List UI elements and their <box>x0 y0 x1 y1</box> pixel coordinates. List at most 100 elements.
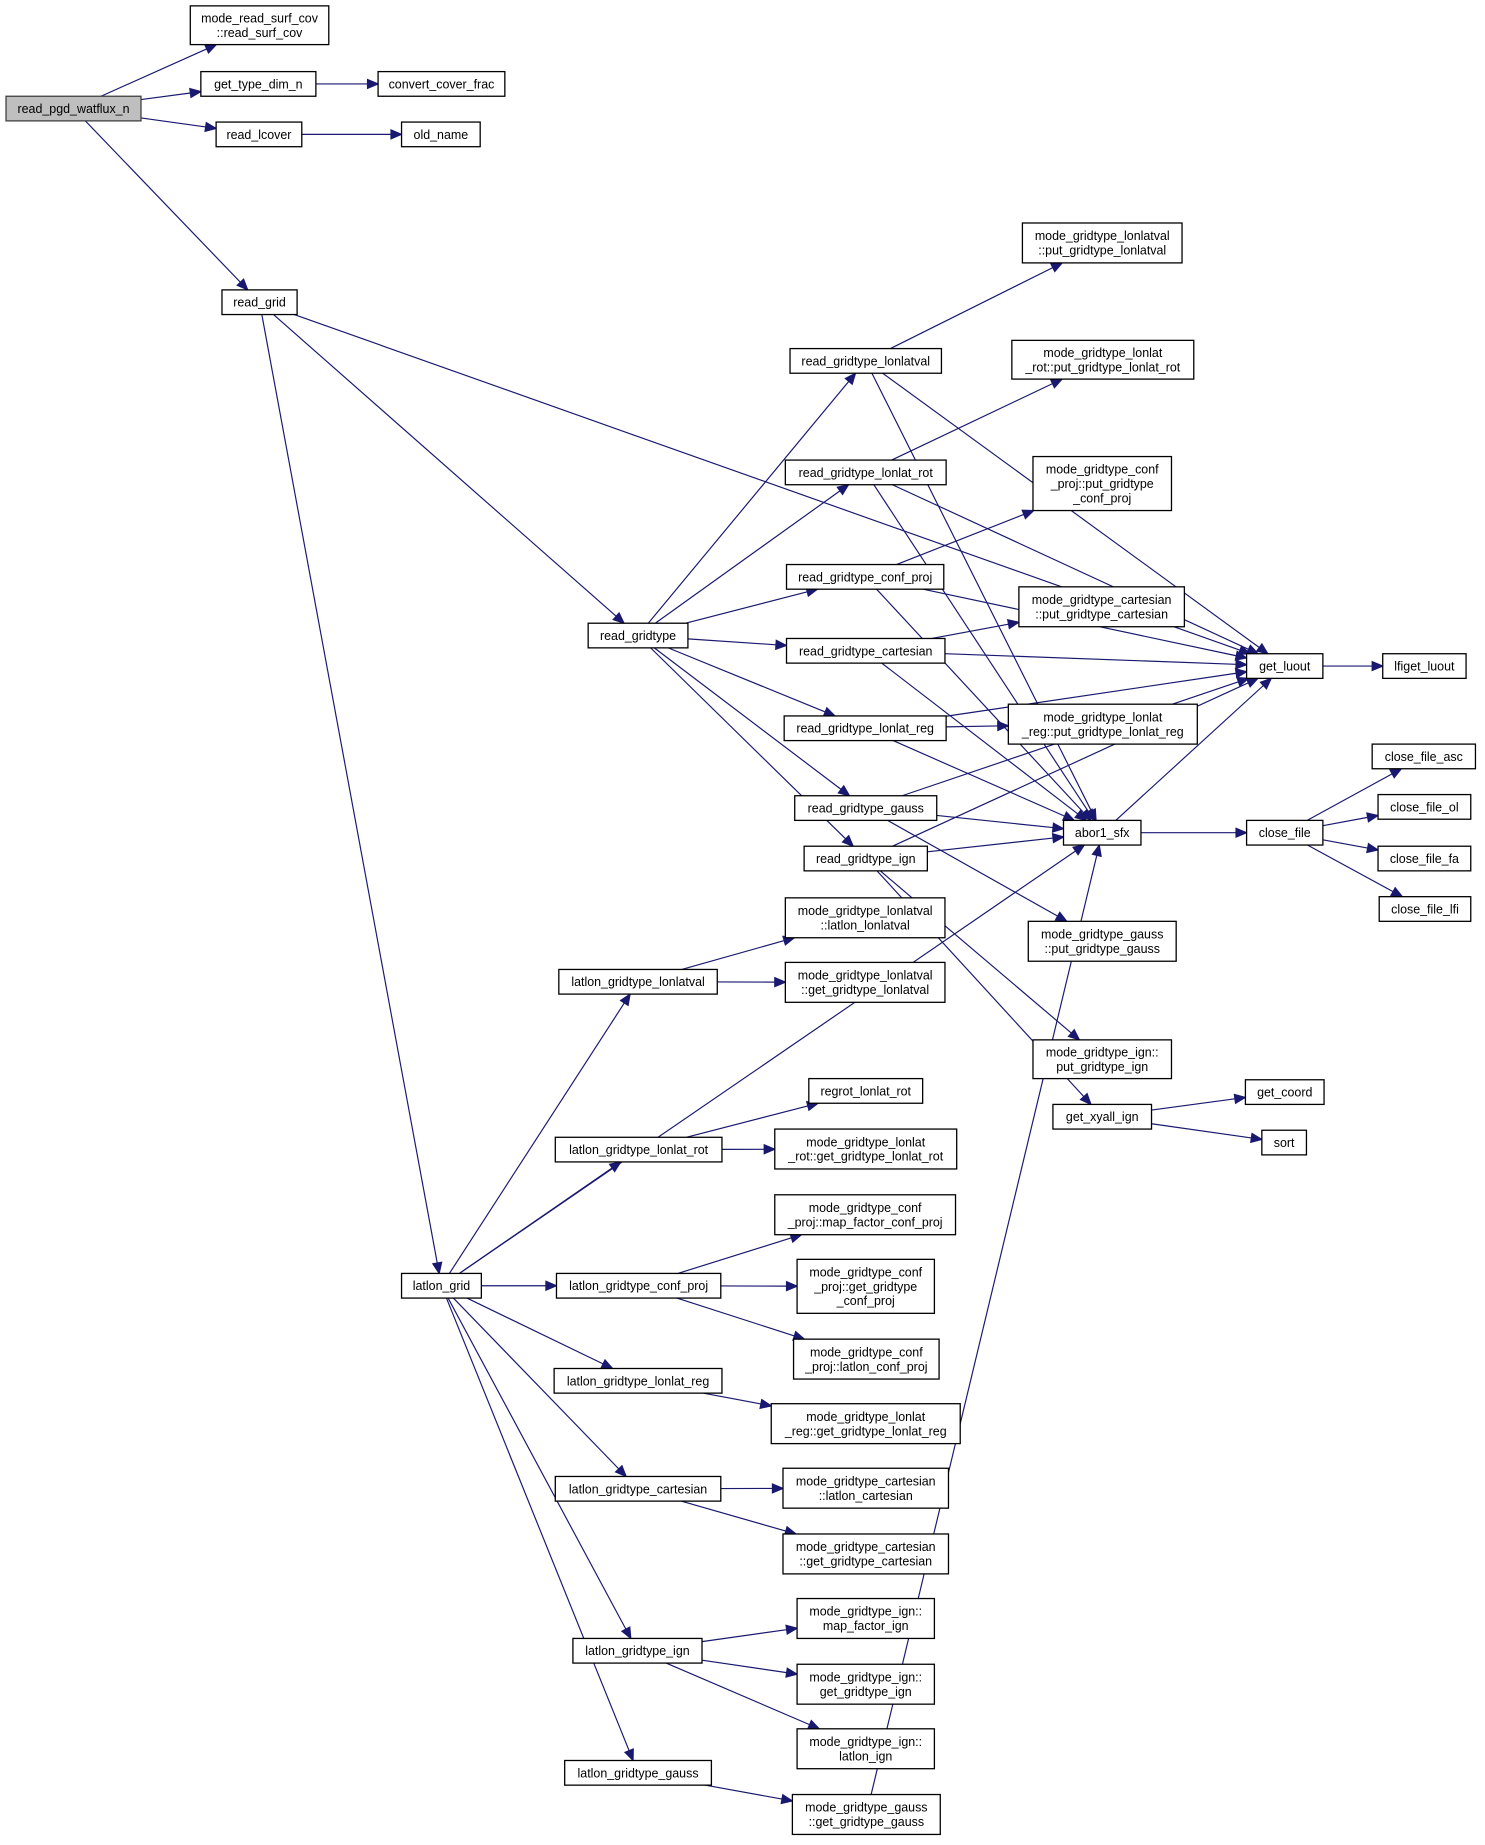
node-read_gridtype_cartesian[interactable]: read_gridtype_cartesian <box>785 637 946 664</box>
node-convert_cover_frac[interactable]: convert_cover_frac <box>377 70 506 97</box>
node-latlon_gridtype_cartesian[interactable]: latlon_gridtype_cartesian <box>554 1475 722 1502</box>
node-latlon_conf_proj[interactable]: mode_gridtype_conf_proj::latlon_conf_pro… <box>792 1338 940 1380</box>
edge-line <box>447 1297 627 1630</box>
node-read_gridtype_lonlat_rot[interactable]: read_gridtype_lonlat_rot <box>784 459 947 486</box>
node-read_gridtype_lonlat_reg[interactable]: read_gridtype_lonlat_reg <box>783 715 947 742</box>
edge-line <box>654 490 841 624</box>
arrowhead-icon <box>785 1667 799 1678</box>
arrowhead-icon <box>785 1624 799 1636</box>
node-close_file_asc[interactable]: close_file_asc <box>1371 743 1477 770</box>
node-read_lcover[interactable]: read_lcover <box>215 121 303 148</box>
node-get_gridtype_cartesian[interactable]: mode_gridtype_cartesian::get_gridtype_ca… <box>782 1533 950 1575</box>
edge-line <box>273 314 617 617</box>
node-get_gridtype_lonlat_reg[interactable]: mode_gridtype_lonlat_reg::get_gridtype_l… <box>770 1403 961 1445</box>
node-regrot_lonlat_rot[interactable]: regrot_lonlat_rot <box>808 1077 924 1104</box>
node-close_file_fa[interactable]: close_file_fa <box>1377 845 1472 872</box>
arrowhead-icon <box>1388 768 1403 779</box>
node-label: old_name <box>414 128 469 142</box>
arrowhead-icon <box>771 1483 785 1494</box>
node-box <box>200 70 317 97</box>
node-put_gridtype_conf_proj[interactable]: mode_gridtype_conf_proj::put_gridtype_co… <box>1032 455 1173 512</box>
node-latlon_lonlatval[interactable]: mode_gridtype_lonlatval::latlon_lonlatva… <box>784 897 946 939</box>
node-put_gridtype_lonlat_rot[interactable]: mode_gridtype_lonlat_rot::put_gridtype_l… <box>1011 339 1195 380</box>
node-label: _reg::put_gridtype_lonlat_reg <box>1021 725 1184 739</box>
node-latlon_gridtype_ign[interactable]: latlon_gridtype_ign <box>572 1637 703 1664</box>
node-put_gridtype_lonlatval[interactable]: mode_gridtype_lonlatval::put_gridtype_lo… <box>1021 222 1183 264</box>
edge-line <box>873 484 1089 812</box>
node-label: ::latlon_cartesian <box>819 1489 913 1503</box>
node-abor1_sfx[interactable]: abor1_sfx <box>1062 819 1142 846</box>
node-label: latlon_gridtype_ign <box>585 1644 689 1658</box>
node-label: latlon_gridtype_cartesian <box>569 1482 707 1496</box>
node-label: ::latlon_lonlatval <box>821 918 910 932</box>
arrowhead-icon <box>1245 677 1260 688</box>
node-latlon_gridtype_lonlatval[interactable]: latlon_gridtype_lonlatval <box>558 968 718 995</box>
node-label: mode_gridtype_ign:: <box>809 1605 922 1619</box>
node-close_file_lfi[interactable]: close_file_lfi <box>1378 896 1472 922</box>
edge-read_gridtype-to-read_gridtype_lonlatval <box>647 372 857 624</box>
node-put_gridtype_ign[interactable]: mode_gridtype_ign::put_gridtype_ign <box>1032 1039 1173 1080</box>
arrowhead-icon <box>836 483 850 496</box>
edge-line <box>890 267 1054 350</box>
edge-read_gridtype_lonlat_reg-to-put_gridtype_lonlat_reg <box>946 720 1010 732</box>
node-label: ::get_gridtype_gauss <box>809 1815 924 1829</box>
node-latlon_grid[interactable]: latlon_grid <box>400 1272 483 1299</box>
node-map_factor_conf_proj[interactable]: mode_gridtype_conf_proj::map_factor_conf… <box>774 1194 957 1236</box>
node-latlon_cartesian[interactable]: mode_gridtype_cartesian::latlon_cartesia… <box>782 1467 950 1509</box>
edge-get_luout-to-lfiget_luout <box>1322 660 1385 672</box>
node-read_pgd_watflux_n[interactable]: read_pgd_watflux_n <box>5 95 142 122</box>
node-read_gridtype[interactable]: read_gridtype <box>587 622 689 649</box>
node-box <box>558 968 718 995</box>
node-map_factor_ign[interactable]: mode_gridtype_ign::map_factor_ign <box>796 1597 936 1640</box>
node-put_gridtype_gauss[interactable]: mode_gridtype_gauss::put_gridtype_gauss <box>1027 920 1177 962</box>
node-label: _proj::get_gridtype <box>813 1280 917 1294</box>
node-get_xyall_ign[interactable]: get_xyall_ign <box>1052 1103 1153 1130</box>
edge-get_type_dim_n-to-convert_cover_frac <box>315 78 380 90</box>
node-box <box>553 1367 723 1394</box>
node-box <box>1052 1103 1153 1130</box>
node-read_gridtype_lonlatval[interactable]: read_gridtype_lonlatval <box>789 347 943 374</box>
node-box <box>784 459 947 486</box>
node-read_surf_cov[interactable]: mode_read_surf_cov::read_surf_cov <box>189 5 330 46</box>
edge-latlon_gridtype_lonlat_rot-to-get_gridtype_lonlat_rot <box>721 1143 777 1155</box>
node-put_gridtype_cartesian[interactable]: mode_gridtype_cartesian::put_gridtype_ca… <box>1018 586 1186 628</box>
node-read_gridtype_gauss[interactable]: read_gridtype_gauss <box>794 795 938 822</box>
node-get_gridtype_ign[interactable]: mode_gridtype_ign::get_gridtype_ign <box>796 1663 936 1705</box>
edge-line <box>1307 844 1394 893</box>
node-get_luout[interactable]: get_luout <box>1245 653 1324 680</box>
node-box <box>796 1663 936 1705</box>
node-label: read_grid <box>233 296 286 310</box>
node-get_gridtype_lonlat_rot[interactable]: mode_gridtype_lonlat_rot::get_gridtype_l… <box>774 1128 958 1170</box>
arrowhead-icon <box>189 87 203 99</box>
node-get_coord[interactable]: get_coord <box>1244 1079 1325 1106</box>
node-latlon_gridtype_lonlat_reg[interactable]: latlon_gridtype_lonlat_reg <box>553 1367 723 1394</box>
node-box <box>770 1403 961 1445</box>
node-get_gridtype_lonlatval[interactable]: mode_gridtype_lonlatval::get_gridtype_lo… <box>784 961 946 1003</box>
node-latlon_gridtype_conf_proj[interactable]: latlon_gridtype_conf_proj <box>555 1272 722 1299</box>
node-label: read_gridtype_gauss <box>808 802 924 816</box>
node-put_gridtype_lonlat_reg[interactable]: mode_gridtype_lonlat_reg::put_gridtype_l… <box>1007 703 1198 745</box>
node-label: mode_gridtype_cartesian <box>796 1474 936 1488</box>
node-close_file_ol[interactable]: close_file_ol <box>1377 793 1472 820</box>
node-old_name[interactable]: old_name <box>400 121 481 148</box>
arrowhead-icon <box>204 121 218 133</box>
node-read_grid[interactable]: read_grid <box>221 289 298 316</box>
node-read_gridtype_conf_proj[interactable]: read_gridtype_conf_proj <box>785 563 945 590</box>
arrowhead-icon <box>997 720 1010 732</box>
edge-latlon_grid-to-latlon_gridtype_gauss <box>445 1297 634 1762</box>
node-sort[interactable]: sort <box>1261 1129 1308 1156</box>
node-get_gridtype_conf_proj[interactable]: mode_gridtype_conf_proj::get_gridtype_co… <box>796 1258 936 1314</box>
edge-line <box>686 1105 808 1138</box>
arrowhead-icon <box>1366 812 1380 823</box>
node-read_gridtype_ign[interactable]: read_gridtype_ign <box>803 845 928 872</box>
node-close_file[interactable]: close_file <box>1245 819 1324 846</box>
node-latlon_gridtype_lonlat_rot[interactable]: latlon_gridtype_lonlat_rot <box>554 1136 723 1163</box>
arrowhead-icon <box>841 834 855 848</box>
node-get_type_dim_n[interactable]: get_type_dim_n <box>200 70 317 97</box>
node-latlon_ign[interactable]: mode_gridtype_ign::latlon_ign <box>796 1728 936 1770</box>
node-lfiget_luout[interactable]: lfiget_luout <box>1382 653 1467 680</box>
node-latlon_gridtype_gauss[interactable]: latlon_gridtype_gauss <box>564 1759 713 1786</box>
node-get_gridtype_gauss[interactable]: mode_gridtype_gauss::get_gridtype_gauss <box>791 1793 941 1836</box>
arrowhead-icon <box>1091 843 1102 858</box>
node-box <box>1032 1039 1173 1080</box>
